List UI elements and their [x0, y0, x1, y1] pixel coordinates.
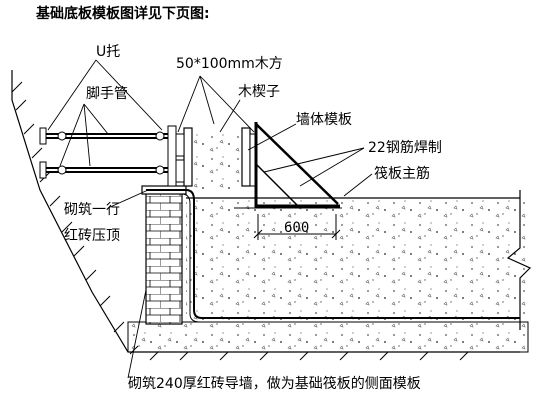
timber-left-2	[175, 159, 185, 183]
label-timber: 50*100mm木方	[176, 56, 283, 72]
cushion-layer	[127, 321, 529, 353]
label-wood-wedge: 木楔子	[238, 84, 280, 100]
label-scaffold-pipe: 脚手管	[86, 86, 128, 102]
label-rebar-weld: 22钢筋焊制	[368, 139, 442, 156]
label-brick-top-1: 砌筑一行	[64, 202, 120, 218]
break-line	[506, 190, 532, 330]
waterproof-membrane	[146, 189, 520, 319]
dimension-label: 600	[284, 220, 309, 236]
scaffold-pipes	[39, 125, 177, 187]
label-raft-main-rebar: 筏板主筋	[374, 165, 430, 182]
dimension-600	[253, 214, 341, 240]
leader-lines	[47, 59, 373, 379]
formwork-board-right	[241, 127, 251, 187]
formwork-board-left	[183, 127, 193, 187]
label-brick-top-2: 红砖压顶	[64, 228, 120, 244]
wall-stub	[192, 130, 242, 190]
brick-wall	[145, 191, 183, 325]
timber-left	[175, 133, 185, 157]
raft-slab	[186, 198, 528, 320]
diagram-title: 基础底板模板图详见下页图:	[36, 5, 210, 22]
label-wall-formwork: 墙体模板	[296, 112, 352, 128]
label-u-support: U托	[96, 44, 120, 60]
caption: 砌筑240厚红砖导墙，做为基础筏板的侧面模板	[128, 375, 421, 392]
